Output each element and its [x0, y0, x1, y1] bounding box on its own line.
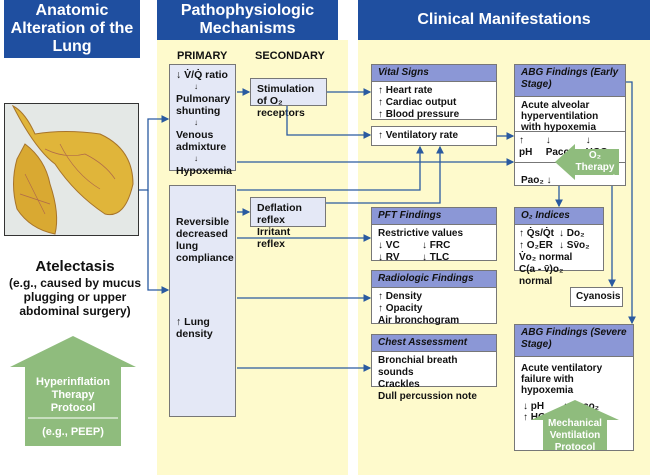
header-clinical: Clinical Manifestations	[358, 0, 650, 40]
o2-therapy-protocol-arrow	[555, 144, 619, 180]
secondary-box-reflexes: Deflation reflex Irritant reflex	[250, 197, 326, 250]
header-patho: Pathophysiologic Mechanisms	[157, 0, 338, 40]
secondary-label: SECONDARY	[255, 50, 325, 62]
lung-illustration	[4, 103, 139, 236]
primary-label: PRIMARY	[177, 50, 228, 62]
hyperinflation-protocol-arrow	[10, 336, 136, 446]
o2-indices-box: O₂ Indices ↑ Q̇s/Q̇t↓ Do₂ ↑ O₂ER↓ Sv̄o₂ …	[514, 207, 604, 287]
condition-name: Atelectasis	[35, 258, 115, 275]
hyperinflation-protocol-example: (e.g., PEEP)	[42, 426, 104, 438]
chest-assessment-box: Chest Assessment Bronchial breath sounds…	[371, 334, 497, 402]
o2-therapy-protocol-label: O₂ Therapy Protocol	[574, 150, 616, 185]
ventilatory-rate-box: ↑ Ventilatory rate	[371, 126, 497, 146]
primary-box-compliance: Reversible decreased lung compliance ↑ L…	[169, 185, 236, 417]
condition-description: (e.g., caused by mucus plugging or upper…	[8, 276, 142, 318]
abg-severe-box: ABG Findings (Severe Stage) Acute ventil…	[514, 324, 634, 451]
vital-signs-box: Vital Signs ↑ Heart rate ↑ Cardiac outpu…	[371, 64, 497, 120]
hyperinflation-protocol-label: Hyperinflation Therapy Protocol	[36, 376, 110, 414]
cyanosis-box: Cyanosis	[570, 287, 623, 307]
pft-findings-box: PFT Findings Restrictive values ↓ VC↓ FR…	[371, 207, 497, 263]
radiologic-findings-box: Radiologic Findings ↑ Density ↑ Opacity …	[371, 270, 497, 326]
header-anatomic: Anatomic Alteration of the Lung	[4, 0, 140, 58]
mechanical-ventilation-protocol-label: Mechanical Ventilation Protocol	[548, 418, 602, 453]
secondary-box-o2-receptors: Stimulation of O₂ receptors	[250, 78, 327, 119]
mechanical-ventilation-protocol-arrow	[531, 400, 619, 450]
primary-box-vq: ↓ V̇/Q̇ ratio ↓ Pulmonary shunting ↓ Ven…	[169, 64, 236, 177]
